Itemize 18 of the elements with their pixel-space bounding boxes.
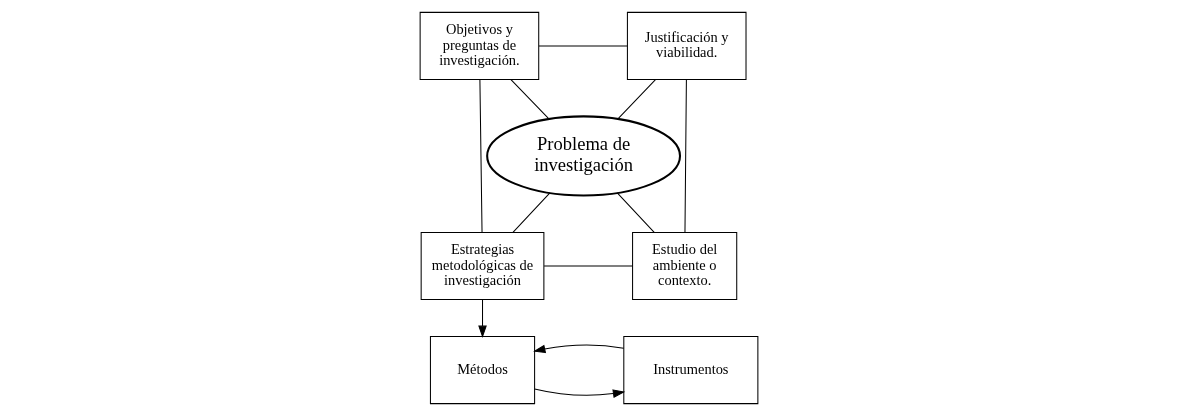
node-box: Estrategias metodológicas de investigación: [420, 231, 544, 300]
arrow: [532, 344, 624, 354]
node-box: Justificación y viabilidad.: [626, 11, 747, 80]
connector: [616, 79, 656, 120]
node-box: Métodos: [429, 336, 535, 405]
node-box: Estudio del ambiente o contexto.: [631, 231, 737, 300]
connector: [683, 79, 687, 233]
connector: [478, 79, 483, 233]
node-box: Instrumentos: [622, 336, 758, 405]
connector: [616, 192, 655, 233]
node-box: Objetivos y preguntas de investigación.: [419, 11, 539, 80]
arrow: [477, 299, 487, 338]
arrow: [533, 388, 625, 398]
connector: [511, 192, 550, 233]
connector: [537, 45, 628, 47]
connector: [543, 265, 633, 267]
connector: [509, 79, 549, 120]
node-ellipse: Problema de investigación: [485, 115, 681, 197]
